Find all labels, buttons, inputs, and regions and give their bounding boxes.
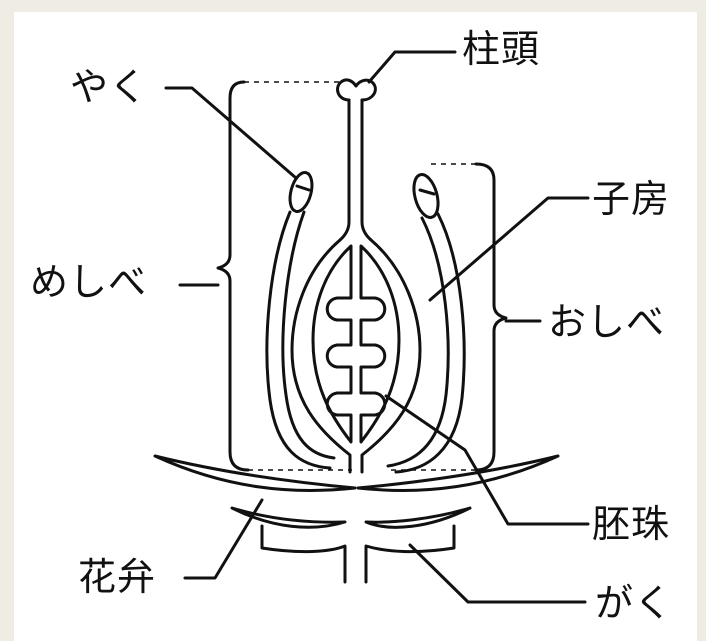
ovule-leader — [386, 396, 588, 524]
label-sepal: がく — [595, 584, 673, 622]
left-filament-inner — [283, 212, 334, 458]
label-petal: 花弁 — [78, 558, 156, 596]
right-anther-mark — [420, 190, 434, 194]
right-filament-inner — [396, 214, 464, 472]
stigma-leader — [369, 52, 455, 82]
label-ovule: 胚珠 — [592, 505, 670, 543]
stem-left — [262, 526, 345, 582]
label-pistil: めしべ — [30, 263, 147, 301]
ovary-leader — [430, 198, 588, 300]
style-left-line — [340, 100, 349, 240]
ovary-left-chamber — [313, 246, 351, 442]
label-stigma: 柱頭 — [462, 30, 540, 68]
pistil-bracket — [218, 82, 248, 470]
ovary-right-chamber — [361, 246, 399, 442]
style-right-line — [362, 100, 371, 240]
label-anther: やく — [70, 68, 148, 106]
left-anther — [286, 170, 316, 214]
ovary-right-wall — [362, 240, 420, 472]
right-filament — [388, 218, 448, 466]
left-anther-mark — [297, 186, 309, 190]
label-ovary: 子房 — [592, 180, 670, 218]
petal-left — [155, 456, 355, 490]
sepal-right — [366, 508, 470, 527]
sepal-leader — [410, 545, 585, 602]
label-stamen: おしべ — [548, 303, 665, 341]
petal-right — [358, 456, 558, 490]
stamen-bracket — [476, 164, 506, 470]
